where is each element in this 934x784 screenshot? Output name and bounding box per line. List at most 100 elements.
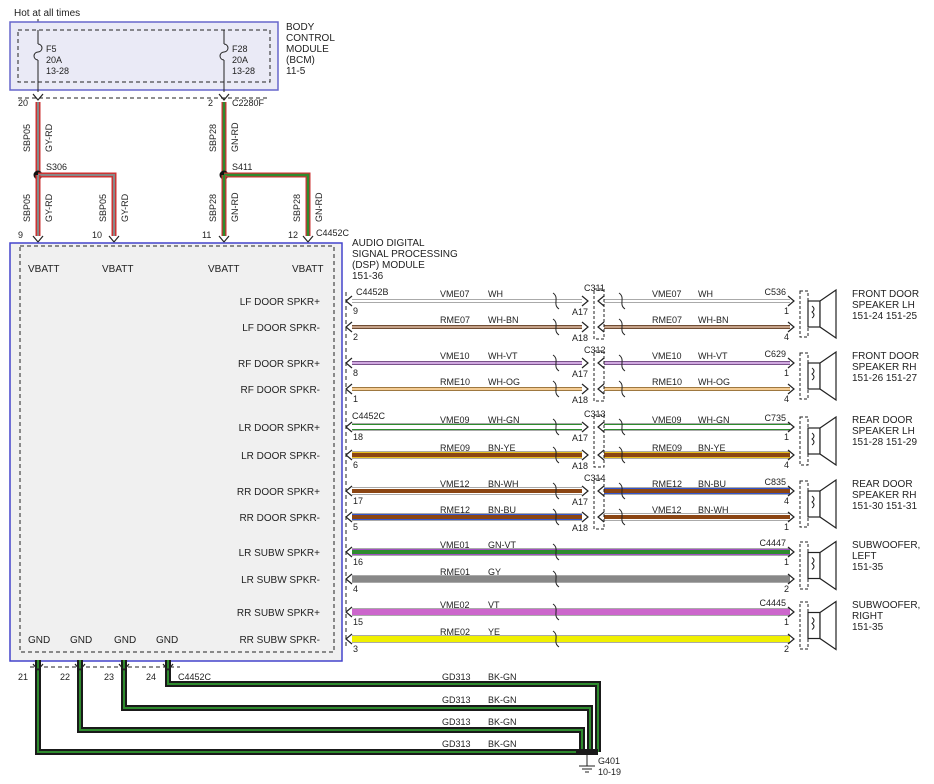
- dsp-output-4-pin: 1: [353, 394, 358, 404]
- wire-3-right-circuit: VME10: [652, 351, 682, 361]
- connector-arrow-icon: [787, 295, 795, 307]
- speaker-1-title-3: 151-24 151-25: [852, 311, 917, 322]
- speaker-pin-10: 2: [784, 584, 789, 594]
- inline-connector-boundary: [593, 350, 605, 402]
- wire-break-icon: [552, 418, 560, 436]
- wire-break-icon: [552, 570, 560, 588]
- feed-1-color: GY-RD: [44, 123, 54, 152]
- gnd-pin-22: 22: [60, 672, 70, 682]
- connector-arrow-icon: [597, 357, 605, 369]
- wire-break-icon: [618, 354, 626, 372]
- connector-arrow-icon: [787, 383, 795, 395]
- bcm-inner-boundary: [17, 29, 271, 83]
- speaker-pin-5: 1: [784, 432, 789, 442]
- wire-9-circuit: VME01: [440, 540, 470, 550]
- speaker-connector-boundary: [799, 416, 809, 466]
- dsp-output-4-label: RF DOOR SPKR-: [241, 385, 320, 396]
- connector-arrow-icon: [787, 485, 795, 497]
- speaker-pin-7: 4: [784, 496, 789, 506]
- gnd-pin-21: 21: [18, 672, 28, 682]
- connector-arrow-icon: [345, 485, 353, 497]
- wire-break-icon: [552, 354, 560, 372]
- wire-6-right-color: BN-YE: [698, 443, 726, 453]
- gnd-label-4: GND: [156, 635, 178, 646]
- bcm-module: BODY CONTROL MODULE (BCM) 11-5 F5 20A 13…: [9, 21, 335, 108]
- wire-5-right-circuit: VME09: [652, 415, 682, 425]
- wire-11-circuit: VME02: [440, 600, 470, 610]
- speaker-6-title-3: 151-35: [852, 622, 884, 633]
- wire-3-color: WH-VT: [488, 351, 518, 361]
- dsp-outline: [9, 242, 343, 662]
- bcm-pin-2: 2: [208, 98, 213, 108]
- speaker-connector-boundary: [799, 601, 809, 650]
- dsp-output-1-pin: 9: [353, 306, 358, 316]
- vbatt-label-1: VBATT: [28, 264, 59, 275]
- wire-1-color: WH: [488, 289, 503, 299]
- connector-arrow-icon: [597, 295, 605, 307]
- dsp-output-3-pin: 8: [353, 368, 358, 378]
- connector-arrow-icon: [581, 383, 589, 395]
- dsp-in-4-circuit: SBP28: [292, 194, 302, 222]
- dsp-title-4: 151-36: [352, 271, 384, 282]
- connector-arrow-icon: [218, 93, 230, 101]
- dsp-module: AUDIO DIGITAL SIGNAL PROCESSING (DSP) MO…: [9, 238, 458, 662]
- wire-3-circuit: VME10: [440, 351, 470, 361]
- speaker-5-title-3: 151-35: [852, 562, 884, 573]
- fuse-f28-rating: 20A: [232, 55, 248, 65]
- dsp-top-connector-label: C4452C: [316, 228, 350, 238]
- speaker-connector-boundary: [799, 541, 809, 590]
- dsp-in-1-color: GY-RD: [44, 193, 54, 222]
- wire-break-icon: [618, 508, 626, 526]
- connector-arrow-icon: [597, 321, 605, 333]
- connector-arrow-icon: [581, 295, 589, 307]
- dsp-in-4-color: GN-RD: [314, 192, 324, 222]
- connector-arrow-icon: [345, 321, 353, 333]
- fuse-f28-ref: 13-28: [232, 66, 255, 76]
- speaker-2-title-3: 151-26 151-27: [852, 373, 917, 384]
- bcm-title-1: BODY: [286, 22, 315, 33]
- dsp-pin-11: 11: [202, 230, 211, 240]
- wire-8-color: BN-BU: [488, 505, 516, 515]
- inline-connector-boundary: [593, 478, 605, 530]
- inline-connector-4-pin-a18: A18: [572, 523, 588, 533]
- wire-break-icon: [552, 482, 560, 500]
- fuse-f28: F28 20A 13-28: [219, 30, 255, 92]
- feed-wires: SBP05 GY-RD SBP28 GN-RD S306 S411 SBP05 …: [22, 102, 324, 236]
- connector-arrow-icon: [302, 235, 314, 243]
- dsp-output-5-label: LR DOOR SPKR+: [239, 423, 321, 434]
- wire-break-icon: [618, 446, 626, 464]
- dsp-output-5-pin: 18: [353, 432, 363, 442]
- speaker-1-title-1: FRONT DOOR: [852, 289, 919, 300]
- dsp-title-3: (DSP) MODULE: [352, 260, 425, 271]
- connector-arrow-icon: [345, 511, 353, 523]
- connector-arrow-icon: [597, 511, 605, 523]
- speaker-4-title-1: REAR DOOR: [852, 479, 913, 490]
- wire-4-circuit: RME10: [440, 377, 470, 387]
- dsp-output-11-pin: 15: [353, 617, 363, 627]
- speaker-pin-12: 2: [784, 644, 789, 654]
- wire-1-circuit: VME07: [440, 289, 470, 299]
- gnd-pin-24: 24: [146, 672, 156, 682]
- dsp-output-6-pin: 6: [353, 460, 358, 470]
- connector-arrow-icon: [74, 663, 86, 671]
- gnd-wire-2-color: BK-GN: [488, 695, 517, 705]
- wire-10-color: GY: [488, 567, 501, 577]
- gnd-wire-1-color: BK-GN: [488, 672, 517, 682]
- connector-arrow-icon: [345, 546, 353, 558]
- dsp-output-10-label: LR SUBW SPKR-: [241, 575, 320, 586]
- ground-circuit: 21 22 23 24 C4452C GD313 BK-GN GD313 BK-…: [18, 660, 621, 777]
- dsp-output-12-pin: 3: [353, 644, 358, 654]
- speaker-3-connector: C735: [764, 413, 786, 423]
- vbatt-label-3: VBATT: [208, 264, 239, 275]
- wire-6-right-circuit: RME09: [652, 443, 682, 453]
- connector-arrow-icon: [32, 663, 44, 671]
- gnd-connector: C4452C: [178, 672, 212, 682]
- bcm-title-3: MODULE: [286, 44, 329, 55]
- inline-connector-1-pin-a18: A18: [572, 333, 588, 343]
- dsp-output-7-label: RR DOOR SPKR+: [237, 487, 320, 498]
